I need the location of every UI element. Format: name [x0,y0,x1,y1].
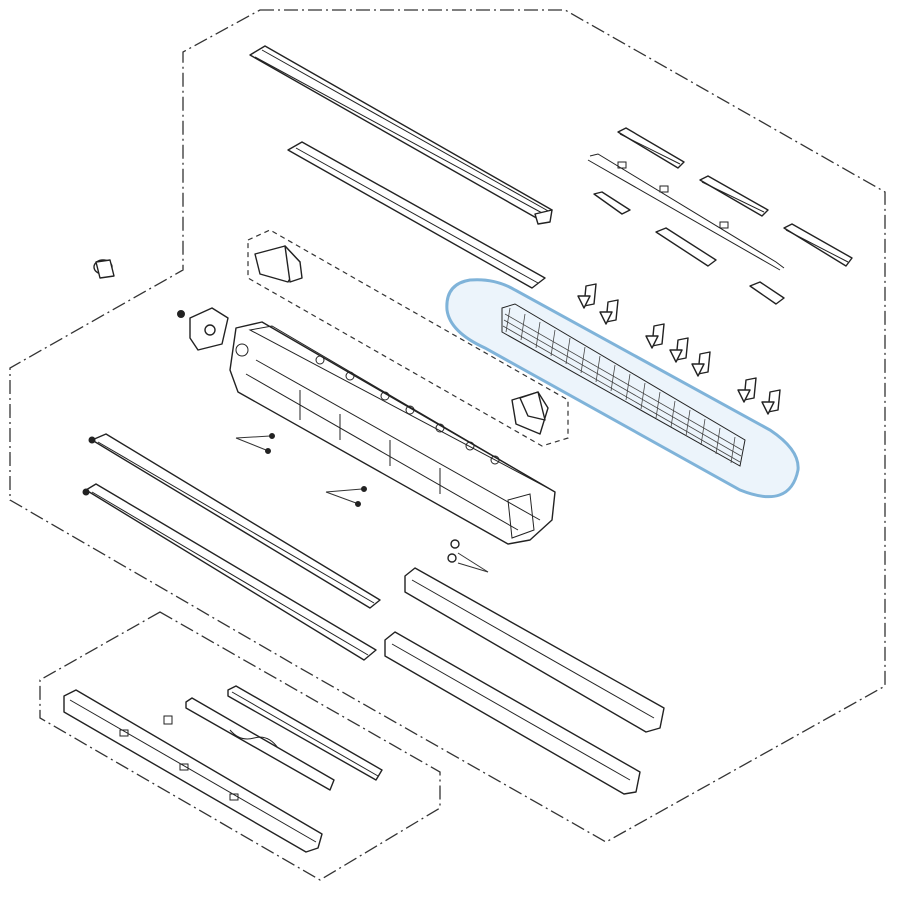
front-cover-lower-part[interactable] [384,631,641,795]
control-assembly-boundary [39,611,441,881]
top-rail-part[interactable] [249,45,553,225]
main-housing-part[interactable] [229,321,556,545]
screw-set-b[interactable] [325,486,367,507]
left-bracket-part[interactable] [189,307,229,351]
clip-part-3[interactable] [749,281,785,305]
louver-part-1[interactable] [617,127,685,169]
clip-part-2[interactable] [655,227,717,267]
control-box-part[interactable] [63,689,323,853]
mesh-lines [502,307,743,464]
side-caps-group-box [247,229,569,447]
main-assembly-boundary [9,9,886,843]
link-bar-part[interactable] [587,153,785,271]
long-rod-upper-part[interactable] [88,433,381,609]
pcb-board-part[interactable] [163,697,335,791]
screw-part[interactable] [177,310,185,318]
filter-mesh-part[interactable] [445,278,800,499]
flat-strip-part[interactable] [287,141,546,289]
screw-set-a[interactable] [235,433,275,454]
screw-set-c[interactable] [447,539,489,573]
louver-part-2[interactable] [699,175,769,217]
right-side-cap-part[interactable] [511,391,549,435]
long-rod-lower-part[interactable] [82,483,377,661]
louver-part-3[interactable] [783,223,853,267]
front-cover-upper-part[interactable] [404,567,665,733]
left-side-cap-part[interactable] [254,245,303,283]
clip-part-1[interactable] [593,191,631,215]
motor-knob-part[interactable] [93,259,115,279]
display-board-part[interactable] [227,685,383,781]
clip-pins[interactable] [577,283,781,415]
